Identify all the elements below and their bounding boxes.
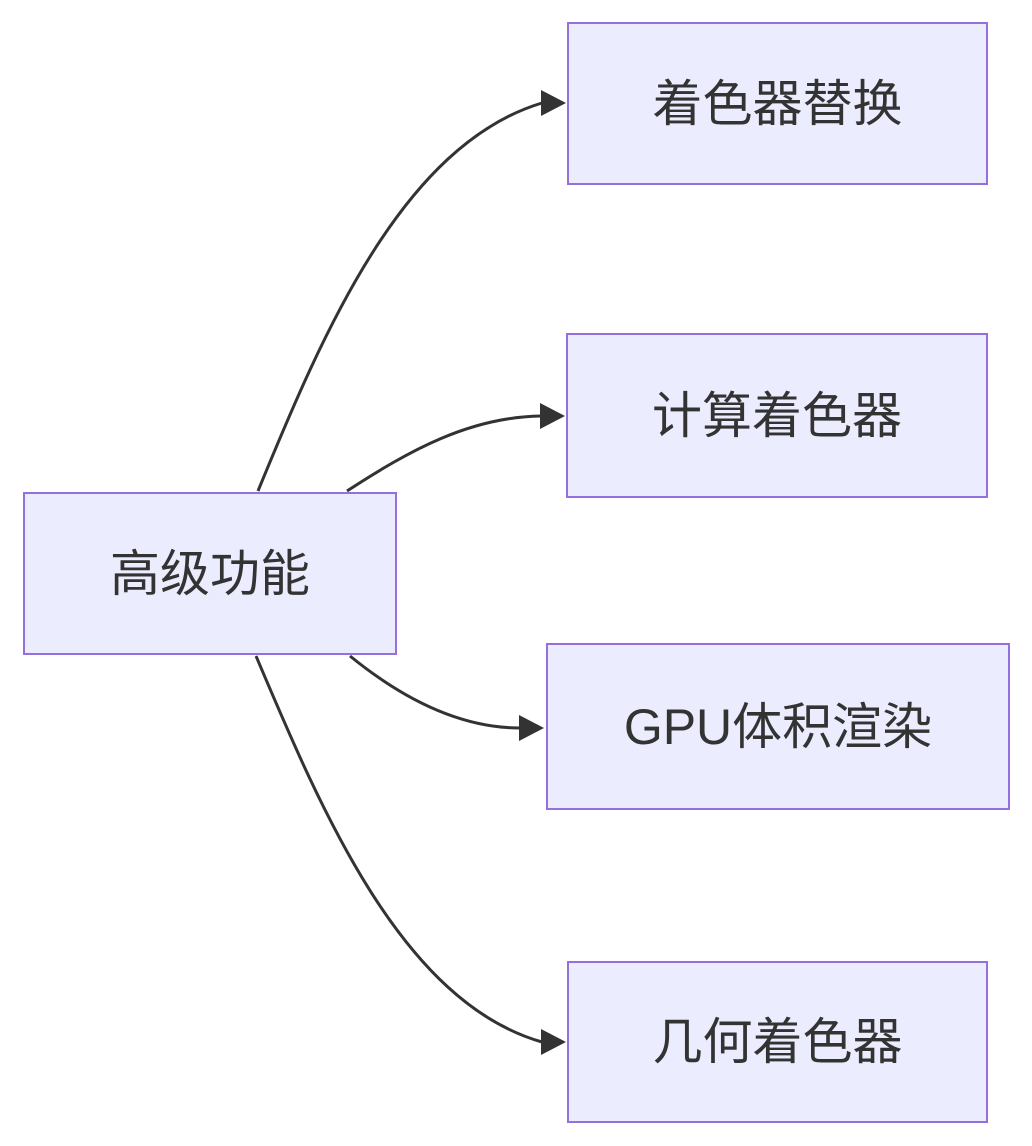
node-shader-replace: 着色器替换 — [567, 22, 988, 185]
node-root: 高级功能 — [23, 492, 397, 655]
node-label-root: 高级功能 — [110, 545, 310, 602]
node-geometry-shader: 几何着色器 — [567, 961, 988, 1123]
node-gpu-volume: GPU体积渲染 — [546, 643, 1010, 810]
edge-root-to-gpu-volume — [349, 654, 521, 730]
node-compute-shader: 计算着色器 — [566, 333, 988, 498]
node-label-gpu-volume: GPU体积渲染 — [623, 698, 933, 755]
node-label-compute-shader: 计算着色器 — [652, 387, 902, 444]
node-label-shader-replace: 着色器替换 — [652, 75, 903, 132]
node-label-geometry-shader: 几何着色器 — [652, 1014, 903, 1070]
arrowhead-icon — [540, 403, 565, 429]
arrowhead-icon — [541, 1029, 566, 1055]
edge-root-to-shader-replace — [256, 101, 543, 492]
arrowhead-icon — [519, 715, 544, 741]
edge-root-to-geometry-shader — [254, 655, 543, 1044]
arrowhead-icon — [541, 90, 566, 116]
edge-root-to-compute-shader — [346, 414, 542, 493]
